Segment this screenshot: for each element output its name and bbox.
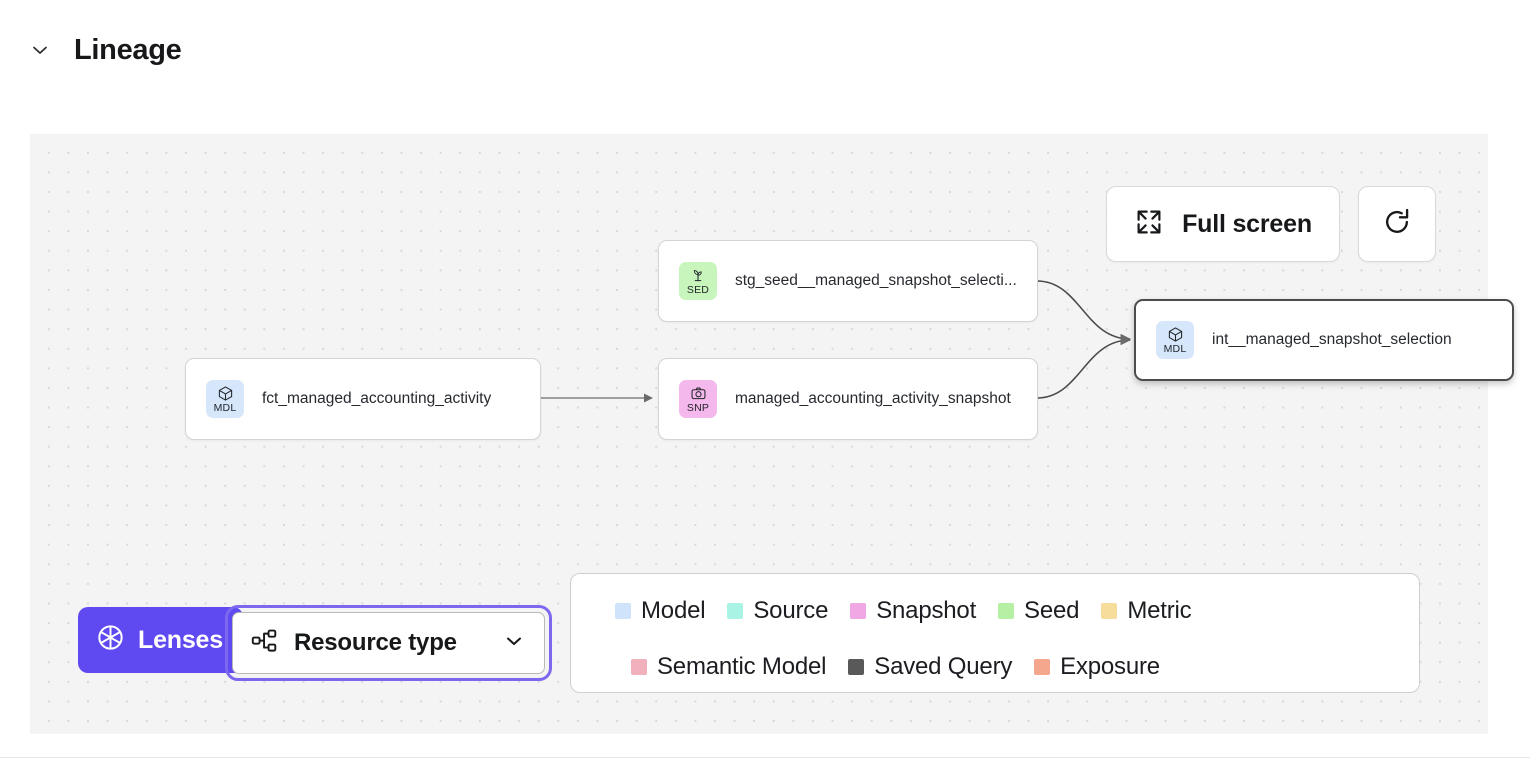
node-type-code: SNP [686, 401, 710, 414]
legend-item-source[interactable]: Source [727, 597, 828, 625]
node-label: managed_accounting_activity_snapshot [735, 390, 1011, 407]
legend-item-snapshot[interactable]: Snapshot [850, 597, 976, 625]
legend-row-primary: Model Source Snapshot Seed Metric [615, 594, 1419, 628]
node-type-code: MDL [1163, 342, 1187, 355]
chevron-down-icon [502, 629, 526, 658]
node-type-code: MDL [213, 401, 237, 414]
legend-swatch-snapshot [850, 603, 867, 619]
legend-swatch-exposure [1034, 659, 1051, 675]
hierarchy-icon [251, 627, 278, 659]
legend-item-exposure[interactable]: Exposure [1034, 653, 1160, 681]
legend-label-metric: Metric [1127, 597, 1192, 624]
legend-item-saved-query[interactable]: Saved Query [848, 653, 1012, 681]
full-screen-button[interactable]: Full screen [1106, 186, 1340, 262]
legend-item-seed[interactable]: Seed [998, 597, 1080, 625]
aperture-icon [96, 623, 125, 657]
node-type-badge-mdl: MDL [1156, 321, 1194, 359]
legend-item-semantic-model[interactable]: Semantic Model [631, 653, 826, 681]
legend-swatch-saved-query [848, 659, 865, 675]
page-title: Lineage [74, 33, 182, 66]
node-label: stg_seed__managed_snapshot_selecti... [735, 272, 1017, 289]
legend-swatch-metric [1101, 603, 1118, 619]
legend-row-secondary: Semantic Model Saved Query Exposure [615, 650, 1419, 684]
resource-type-focus-ring: Resource type [225, 605, 552, 681]
sprout-icon [690, 267, 706, 284]
lineage-node-stg-seed-managed-snapshot-selection[interactable]: SED stg_seed__managed_snapshot_selecti..… [658, 240, 1038, 322]
expand-arrows-icon [1134, 207, 1164, 242]
lineage-section-header: Lineage [0, 0, 1530, 100]
legend-item-metric[interactable]: Metric [1101, 597, 1192, 625]
node-type-code: SED [686, 283, 710, 296]
cube-icon [1167, 326, 1184, 343]
legend-swatch-semantic-model [631, 659, 647, 675]
legend-label-source: Source [753, 597, 829, 624]
legend-label-seed: Seed [1024, 597, 1080, 624]
cube-icon [217, 385, 234, 402]
camera-icon [690, 385, 707, 402]
legend-swatch-source [727, 603, 744, 619]
legend-label-semantic-model: Semantic Model [657, 653, 827, 680]
node-type-badge-snp: SNP [679, 380, 717, 418]
legend-swatch-model [615, 603, 631, 619]
bottom-divider [0, 757, 1530, 758]
legend-label-snapshot: Snapshot [876, 597, 977, 624]
node-label: fct_managed_accounting_activity [262, 390, 492, 407]
lineage-node-int-managed-snapshot-selection[interactable]: MDL int__managed_snapshot_selection [1134, 299, 1514, 381]
lineage-node-fct-managed-accounting-activity[interactable]: MDL fct_managed_accounting_activity [185, 358, 541, 440]
legend-label-model: Model [641, 597, 706, 624]
node-type-badge-mdl: MDL [206, 380, 244, 418]
chevron-down-icon[interactable] [26, 36, 54, 64]
legend-item-model[interactable]: Model [615, 597, 706, 625]
lenses-button[interactable]: Lenses [78, 607, 243, 673]
lineage-legend: Model Source Snapshot Seed Metric S [570, 573, 1420, 693]
refresh-button[interactable] [1358, 186, 1436, 262]
lenses-label: Lenses [138, 625, 223, 654]
resource-type-label: Resource type [294, 629, 457, 656]
legend-label-saved-query: Saved Query [874, 653, 1013, 680]
lineage-node-managed-accounting-activity-snapshot[interactable]: SNP managed_accounting_activity_snapshot [658, 358, 1038, 440]
node-type-badge-sed: SED [679, 262, 717, 300]
node-label: int__managed_snapshot_selection [1212, 331, 1452, 348]
legend-label-exposure: Exposure [1060, 653, 1160, 680]
refresh-icon [1381, 206, 1413, 243]
legend-swatch-seed [998, 603, 1015, 619]
resource-type-dropdown[interactable]: Resource type [232, 612, 545, 674]
full-screen-label: Full screen [1182, 209, 1312, 238]
lineage-canvas[interactable]: MDL fct_managed_accounting_activity SED … [30, 134, 1514, 734]
